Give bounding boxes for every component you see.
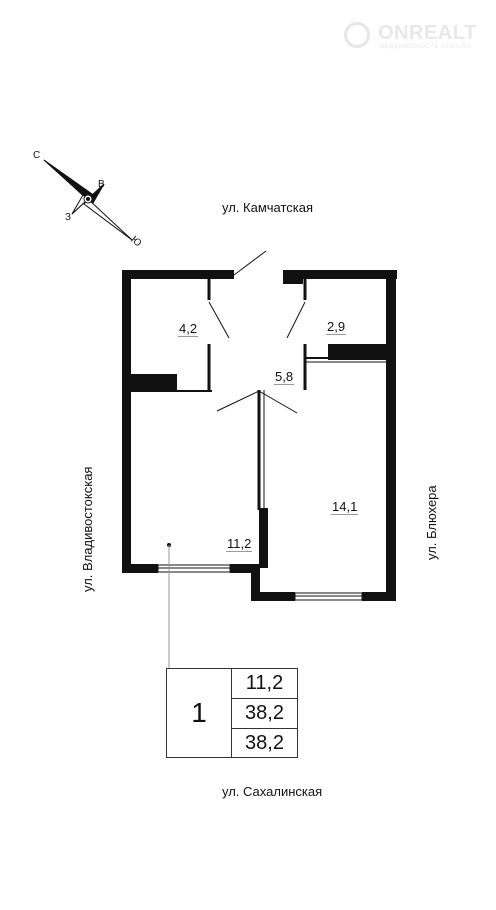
logo-tagline: НЕДВИЖИМОСТЬ ОНЛАЙН — [380, 44, 471, 50]
street-left: ул. Владивостокская — [80, 466, 95, 592]
area-summary-table: 1 11,2 38,2 38,2 — [166, 668, 298, 758]
room-area-wc: 2,9 — [326, 319, 347, 335]
rooms-count: 1 — [191, 697, 207, 728]
compass-north: С — [33, 150, 40, 161]
windows — [157, 564, 363, 601]
compass-west: З — [65, 212, 71, 223]
room-area-kitchen: 11,2 — [226, 536, 253, 552]
logo-circle-icon — [344, 22, 370, 48]
total-area-balcony-value: 38,2 — [245, 732, 284, 754]
door-swings — [208, 250, 306, 414]
room-area-hall: 5,8 — [274, 369, 295, 385]
room-area-bedroom: 14,1 — [331, 499, 359, 515]
street-top: ул. Камчатская — [222, 200, 314, 215]
room-area-bathroom: 4,2 — [178, 321, 199, 337]
logo-name: ONREALT — [378, 22, 477, 44]
compass-rose-icon: С В Ю З — [33, 150, 143, 249]
exterior-walls — [122, 270, 397, 601]
onrealt-logo: ONREALT НЕДВИЖИМОСТЬ ОНЛАЙН — [344, 20, 484, 56]
compass-east: В — [98, 179, 105, 190]
total-area-value: 38,2 — [232, 699, 297, 729]
compass-south: Ю — [128, 234, 143, 249]
living-area-value: 11,2 — [232, 669, 297, 699]
interior-walls — [131, 279, 386, 510]
rooms-count-cell — [167, 669, 232, 757]
street-bottom: ул. Сахалинская — [222, 784, 323, 799]
street-right: ул. Блюхера — [424, 485, 439, 560]
callout-line — [167, 543, 171, 668]
